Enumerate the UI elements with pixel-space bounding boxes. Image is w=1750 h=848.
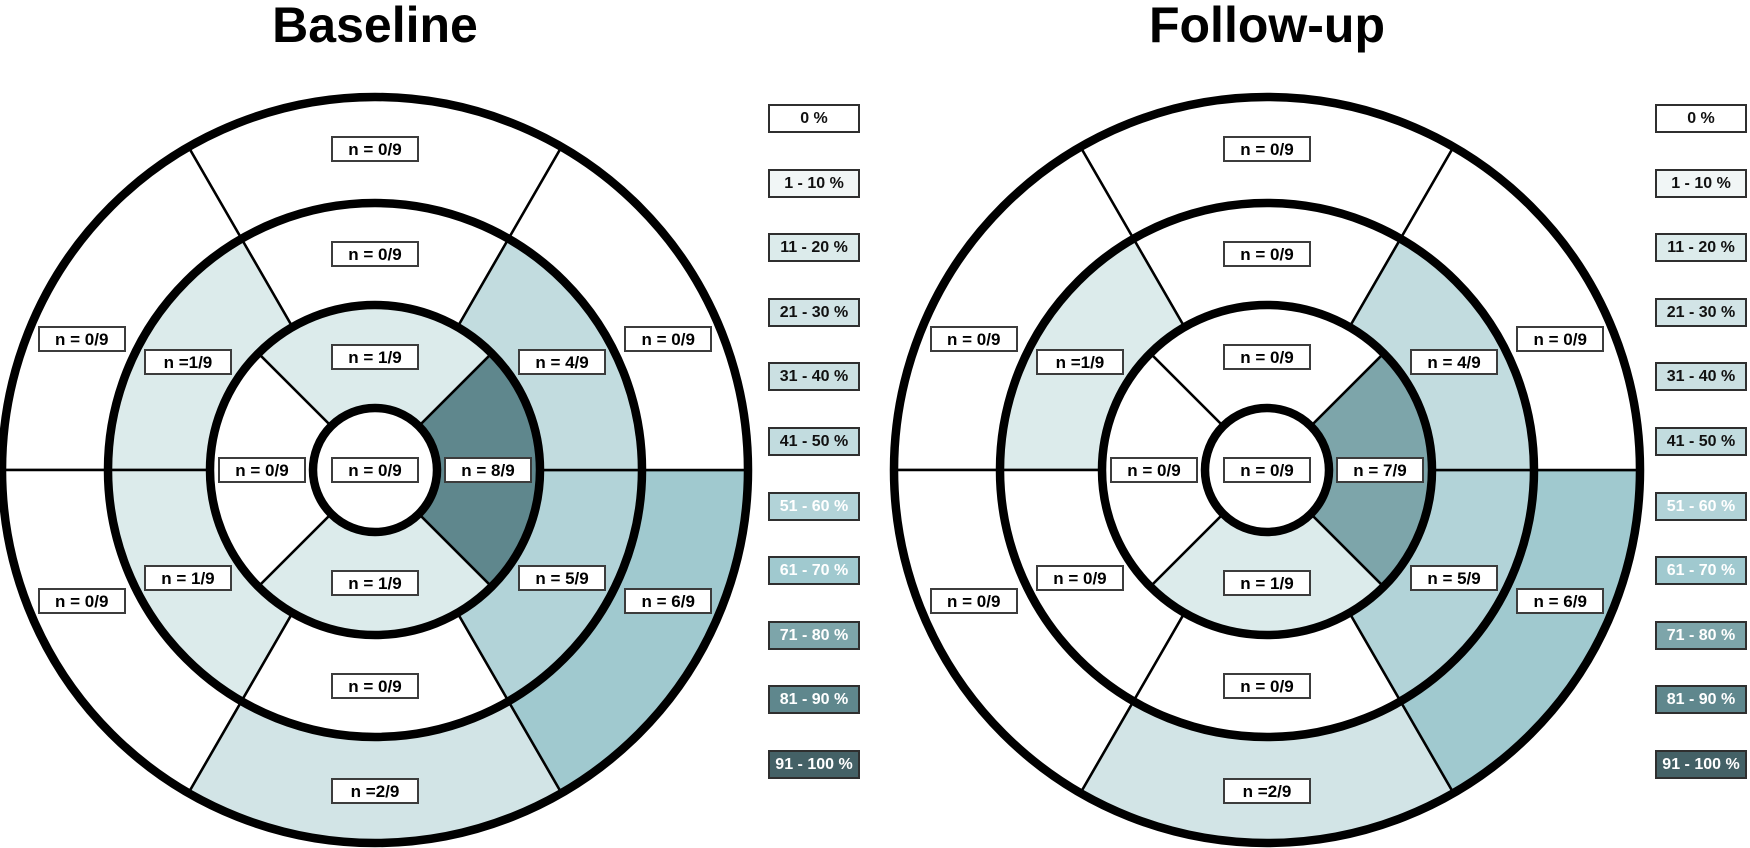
segment-label-follow-up-outer-top: n = 0/9 — [1223, 136, 1311, 162]
legend-item-follow-up-3: 21 - 30 % — [1655, 298, 1747, 327]
segment-label-baseline-outer-lower-left: n = 0/9 — [37, 587, 126, 614]
legend-item-follow-up-7: 61 - 70 % — [1655, 556, 1747, 585]
segment-label-baseline-outer-upper-left: n = 0/9 — [37, 326, 126, 353]
segment-label-baseline-middle-lower-right: n = 5/9 — [518, 565, 607, 591]
segment-label-follow-up-inner-bottom: n = 1/9 — [1223, 570, 1311, 596]
segment-label-follow-up-outer-upper-right: n = 0/9 — [1516, 326, 1605, 353]
legend-item-follow-up-1: 1 - 10 % — [1655, 169, 1747, 198]
segment-label-baseline-apex-center: n = 0/9 — [331, 457, 419, 483]
segment-label-follow-up-outer-lower-right: n = 6/9 — [1516, 587, 1605, 614]
legend-item-follow-up-0: 0 % — [1655, 104, 1747, 133]
segment-label-baseline-middle-top: n = 0/9 — [331, 241, 419, 267]
segment-label-baseline-outer-bottom: n =2/9 — [331, 778, 419, 804]
legend-item-baseline-5: 41 - 50 % — [768, 427, 860, 456]
segment-label-follow-up-apex-center: n = 0/9 — [1223, 457, 1311, 483]
segment-label-follow-up-middle-bottom: n = 0/9 — [1223, 673, 1311, 699]
segment-label-follow-up-inner-right: n = 7/9 — [1336, 457, 1424, 483]
segment-label-baseline-middle-lower-left: n = 1/9 — [143, 565, 232, 591]
segment-label-follow-up-middle-upper-right: n = 4/9 — [1410, 349, 1499, 375]
segment-label-baseline-inner-bottom: n = 1/9 — [331, 570, 419, 596]
segment-label-follow-up-outer-upper-left: n = 0/9 — [929, 326, 1018, 353]
segment-label-baseline-middle-bottom: n = 0/9 — [331, 673, 419, 699]
segment-label-baseline-outer-upper-right: n = 0/9 — [624, 326, 713, 353]
legend-item-baseline-10: 91 - 100 % — [768, 750, 860, 779]
legend-item-follow-up-6: 51 - 60 % — [1655, 492, 1747, 521]
ring-outline-follow-up-2 — [1097, 300, 1437, 640]
legend-item-baseline-1: 1 - 10 % — [768, 169, 860, 198]
panel-title-followup: Follow-up — [1148, 0, 1386, 53]
segment-label-follow-up-outer-lower-left: n = 0/9 — [929, 587, 1018, 614]
legend-item-baseline-0: 0 % — [768, 104, 860, 133]
legend-item-baseline-9: 81 - 90 % — [768, 685, 860, 714]
segment-label-follow-up-middle-upper-left: n =1/9 — [1035, 349, 1124, 375]
legend-item-follow-up-9: 81 - 90 % — [1655, 685, 1747, 714]
legend-item-baseline-7: 61 - 70 % — [768, 556, 860, 585]
legend-item-follow-up-8: 71 - 80 % — [1655, 621, 1747, 650]
ring-outline-follow-up-0 — [889, 92, 1645, 848]
legend-item-follow-up-4: 31 - 40 % — [1655, 362, 1747, 391]
ring-outline-baseline-0 — [0, 92, 753, 848]
segment-label-baseline-middle-upper-right: n = 4/9 — [518, 349, 607, 375]
ring-outline-baseline-1 — [103, 198, 647, 742]
panel-title-baseline: Baseline — [272, 0, 478, 53]
segment-label-baseline-outer-top: n = 0/9 — [331, 136, 419, 162]
segment-label-follow-up-inner-left: n = 0/9 — [1110, 457, 1198, 483]
legend-item-baseline-2: 11 - 20 % — [768, 233, 860, 262]
ring-outline-baseline-2 — [205, 300, 545, 640]
segment-label-baseline-inner-left: n = 0/9 — [218, 457, 306, 483]
legend-item-follow-up-10: 91 - 100 % — [1655, 750, 1747, 779]
legend-item-baseline-6: 51 - 60 % — [768, 492, 860, 521]
legend-item-baseline-3: 21 - 30 % — [768, 298, 860, 327]
legend-item-follow-up-5: 41 - 50 % — [1655, 427, 1747, 456]
segment-label-follow-up-middle-lower-right: n = 5/9 — [1410, 565, 1499, 591]
segment-label-baseline-outer-lower-right: n = 6/9 — [624, 587, 713, 614]
segment-label-baseline-inner-top: n = 1/9 — [331, 344, 419, 370]
legend-item-follow-up-2: 11 - 20 % — [1655, 233, 1747, 262]
legend-item-baseline-4: 31 - 40 % — [768, 362, 860, 391]
segment-label-follow-up-middle-top: n = 0/9 — [1223, 241, 1311, 267]
segment-label-baseline-middle-upper-left: n =1/9 — [143, 349, 232, 375]
ring-outline-follow-up-1 — [995, 198, 1539, 742]
segment-label-follow-up-inner-top: n = 0/9 — [1223, 344, 1311, 370]
segment-label-follow-up-outer-bottom: n =2/9 — [1223, 778, 1311, 804]
segment-label-follow-up-middle-lower-left: n = 0/9 — [1035, 565, 1124, 591]
segment-label-baseline-inner-right: n = 8/9 — [444, 457, 532, 483]
legend-item-baseline-8: 71 - 80 % — [768, 621, 860, 650]
